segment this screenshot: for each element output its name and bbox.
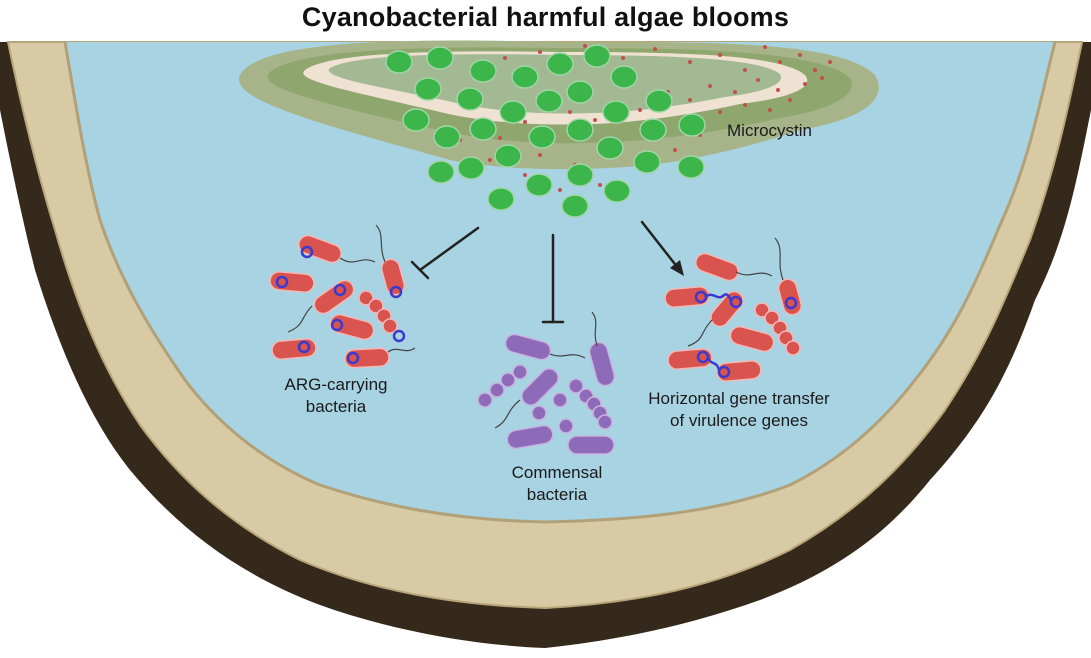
hgt-label-line1: Horizontal gene transfer	[648, 389, 830, 408]
arg-bacteria-cluster	[269, 224, 416, 369]
cyanobacteria-cells	[385, 44, 706, 218]
hgt-bacteria-cluster	[664, 237, 803, 382]
arg-label-line1: ARG-carrying	[285, 375, 388, 394]
inhibition-arrow-left	[410, 226, 480, 280]
commensal-bacteria-cluster	[477, 311, 616, 455]
inhibition-arrow-center	[541, 233, 565, 324]
water-body	[65, 42, 1055, 522]
commensal-label-line2: bacteria	[527, 485, 588, 504]
diagram-title: Cyanobacterial harmful algae blooms	[301, 2, 790, 32]
microcystin-label: Microcystin	[727, 121, 812, 140]
activation-arrow-right	[640, 220, 684, 276]
commensal-label-line1: Commensal	[512, 463, 603, 482]
water-edge	[63, 41, 1057, 524]
hgt-label-line2: of virulence genes	[670, 411, 808, 430]
arg-label-line2: bacteria	[306, 397, 367, 416]
